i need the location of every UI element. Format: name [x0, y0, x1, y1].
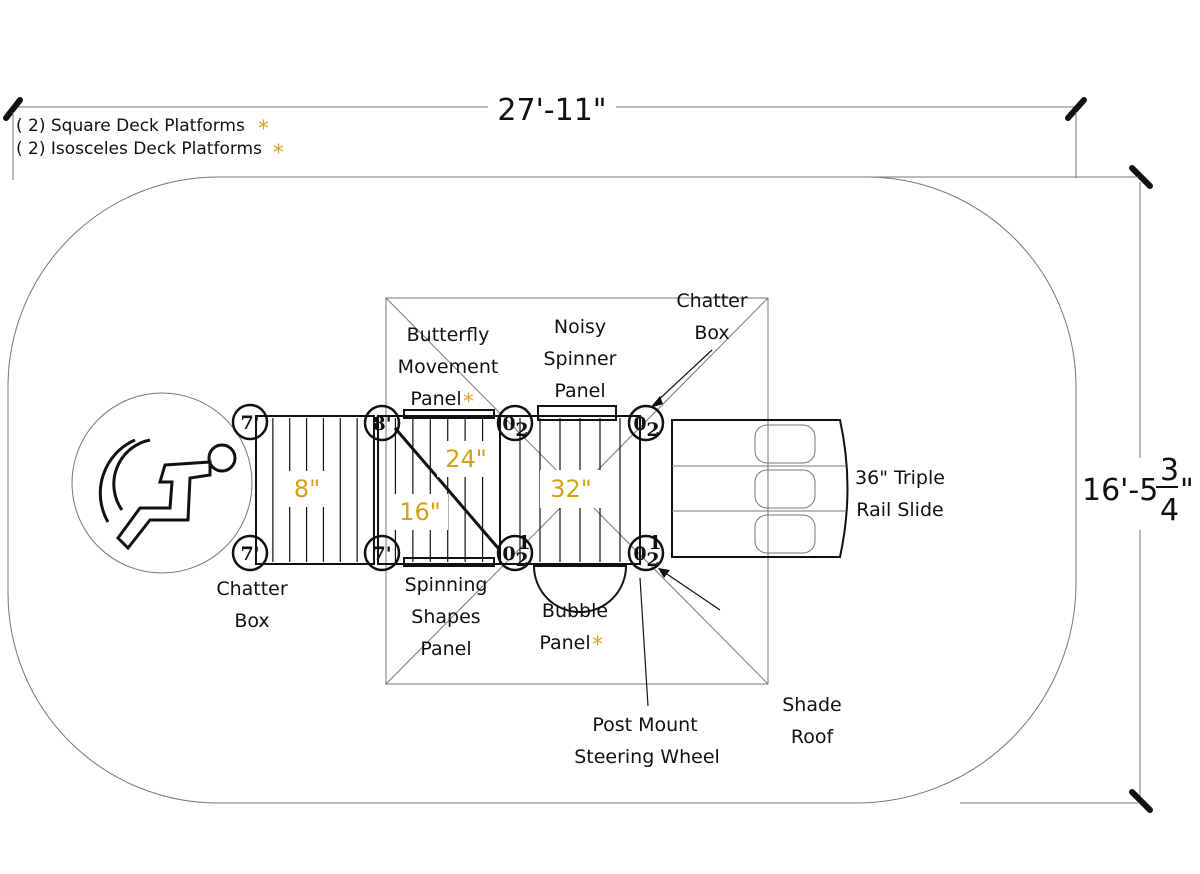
- post-mid-bottom: 7': [363, 534, 401, 572]
- label-spinning-shapes-panel: Spinning Shapes Panel: [405, 574, 488, 660]
- svg-text:Panel: Panel: [539, 632, 590, 654]
- svg-text:0: 0: [633, 413, 646, 435]
- post-left-top: 7': [231, 403, 269, 441]
- use-zone-boundary: [7, 176, 1077, 804]
- accessibility-area: [71, 392, 253, 574]
- post-left-bottom: 7': [231, 534, 269, 572]
- svg-text:Butterfly: Butterfly: [407, 324, 490, 346]
- svg-text:7': 7': [240, 412, 259, 434]
- svg-text:Shapes: Shapes: [411, 606, 480, 628]
- svg-text:Spinner: Spinner: [544, 348, 617, 370]
- label-noisy-spinner-panel: Noisy Spinner Panel: [544, 316, 617, 402]
- svg-text:7': 7': [240, 543, 259, 565]
- svg-text:Chatter: Chatter: [676, 290, 748, 312]
- svg-text:Spinning: Spinning: [405, 574, 488, 596]
- bubble-panel-shape: [532, 565, 628, 613]
- height-fraction-denominator: 4: [1160, 493, 1179, 528]
- svg-text:Box: Box: [234, 610, 269, 632]
- svg-text:Noisy: Noisy: [554, 316, 606, 338]
- height-dimension: 16'-5 3 4 ": [800, 165, 1194, 813]
- note-isosceles-deck: ( 2) Isosceles Deck Platforms: [16, 139, 262, 159]
- bubble-star: *: [592, 633, 603, 658]
- svg-text:1: 1: [648, 532, 661, 554]
- svg-text:Post Mount: Post Mount: [592, 714, 697, 736]
- svg-text:36" Triple: 36" Triple: [855, 467, 945, 489]
- post-right-bottom: 0 2 1: [627, 532, 665, 572]
- posts: 7' 7' 8' 7' 0 2 0 2 1 0 2: [231, 403, 665, 572]
- svg-text:Box: Box: [694, 322, 729, 344]
- height-fraction-numerator: 3: [1160, 453, 1179, 488]
- svg-text:8': 8': [372, 413, 391, 435]
- wheelchair-icon: [98, 438, 237, 551]
- svg-text:Movement: Movement: [398, 356, 499, 378]
- svg-text:2: 2: [515, 549, 528, 571]
- triple-rail-slide: [671, 419, 849, 558]
- label-butterfly-movement-panel: Butterfly Movement Panel *: [398, 324, 499, 415]
- post-right-top: 0 2: [627, 404, 665, 442]
- svg-text:Shade: Shade: [782, 694, 842, 716]
- label-chatter-box-top: Chatter Box: [676, 290, 748, 344]
- post-center-bottom: 0 2 1: [496, 532, 534, 572]
- svg-text:Panel: Panel: [420, 638, 471, 660]
- label-bubble-panel: Bubble Panel *: [539, 600, 608, 658]
- post-mid-top: 8': [363, 404, 401, 442]
- width-dimension: 27'-11": [3, 93, 1087, 180]
- deck-32: 32": [499, 405, 641, 613]
- deck-height-32: 32": [550, 475, 592, 503]
- note-square-deck-star: *: [258, 117, 269, 142]
- post-center-top: 0 2: [496, 404, 534, 442]
- note-square-deck: ( 2) Square Deck Platforms: [16, 116, 245, 136]
- deck-height-8: 8": [294, 475, 320, 503]
- deck-height-16: 16": [399, 498, 441, 526]
- svg-text:Rail Slide: Rail Slide: [856, 499, 943, 521]
- svg-text:Chatter: Chatter: [216, 578, 288, 600]
- component-labels: Chatter Box Noisy Spinner Panel Butterfl…: [216, 290, 945, 768]
- svg-text:Panel: Panel: [554, 380, 605, 402]
- label-post-mount-steering-wheel: Post Mount Steering Wheel: [574, 714, 720, 768]
- svg-text:1: 1: [517, 532, 530, 554]
- svg-text:Steering Wheel: Steering Wheel: [574, 746, 720, 768]
- label-chatter-box-left: Chatter Box: [216, 578, 288, 632]
- deck-8: 8": [255, 415, 375, 565]
- height-inch-mark: ": [1180, 473, 1194, 508]
- deck-height-24: 24": [445, 445, 487, 473]
- svg-text:2: 2: [646, 419, 659, 441]
- width-dimension-label: 27'-11": [497, 93, 606, 128]
- note-isosceles-deck-star: *: [273, 141, 284, 166]
- svg-text:7': 7': [372, 543, 391, 565]
- svg-text:0: 0: [633, 543, 646, 565]
- label-shade-roof: Shade Roof: [782, 694, 842, 748]
- leader-lines: [639, 349, 721, 707]
- svg-text:2: 2: [646, 549, 659, 571]
- svg-text:0: 0: [502, 543, 515, 565]
- svg-text:Bubble: Bubble: [542, 600, 608, 622]
- svg-text:Panel: Panel: [410, 388, 461, 410]
- height-dimension-label: 16'-5: [1082, 473, 1158, 508]
- butterfly-star: *: [463, 390, 474, 415]
- platform-notes: ( 2) Square Deck Platforms * ( 2) Isosce…: [16, 116, 284, 166]
- svg-text:Roof: Roof: [791, 726, 835, 748]
- svg-text:2: 2: [515, 419, 528, 441]
- label-triple-rail-slide: 36" Triple Rail Slide: [855, 467, 945, 521]
- svg-text:0: 0: [502, 413, 515, 435]
